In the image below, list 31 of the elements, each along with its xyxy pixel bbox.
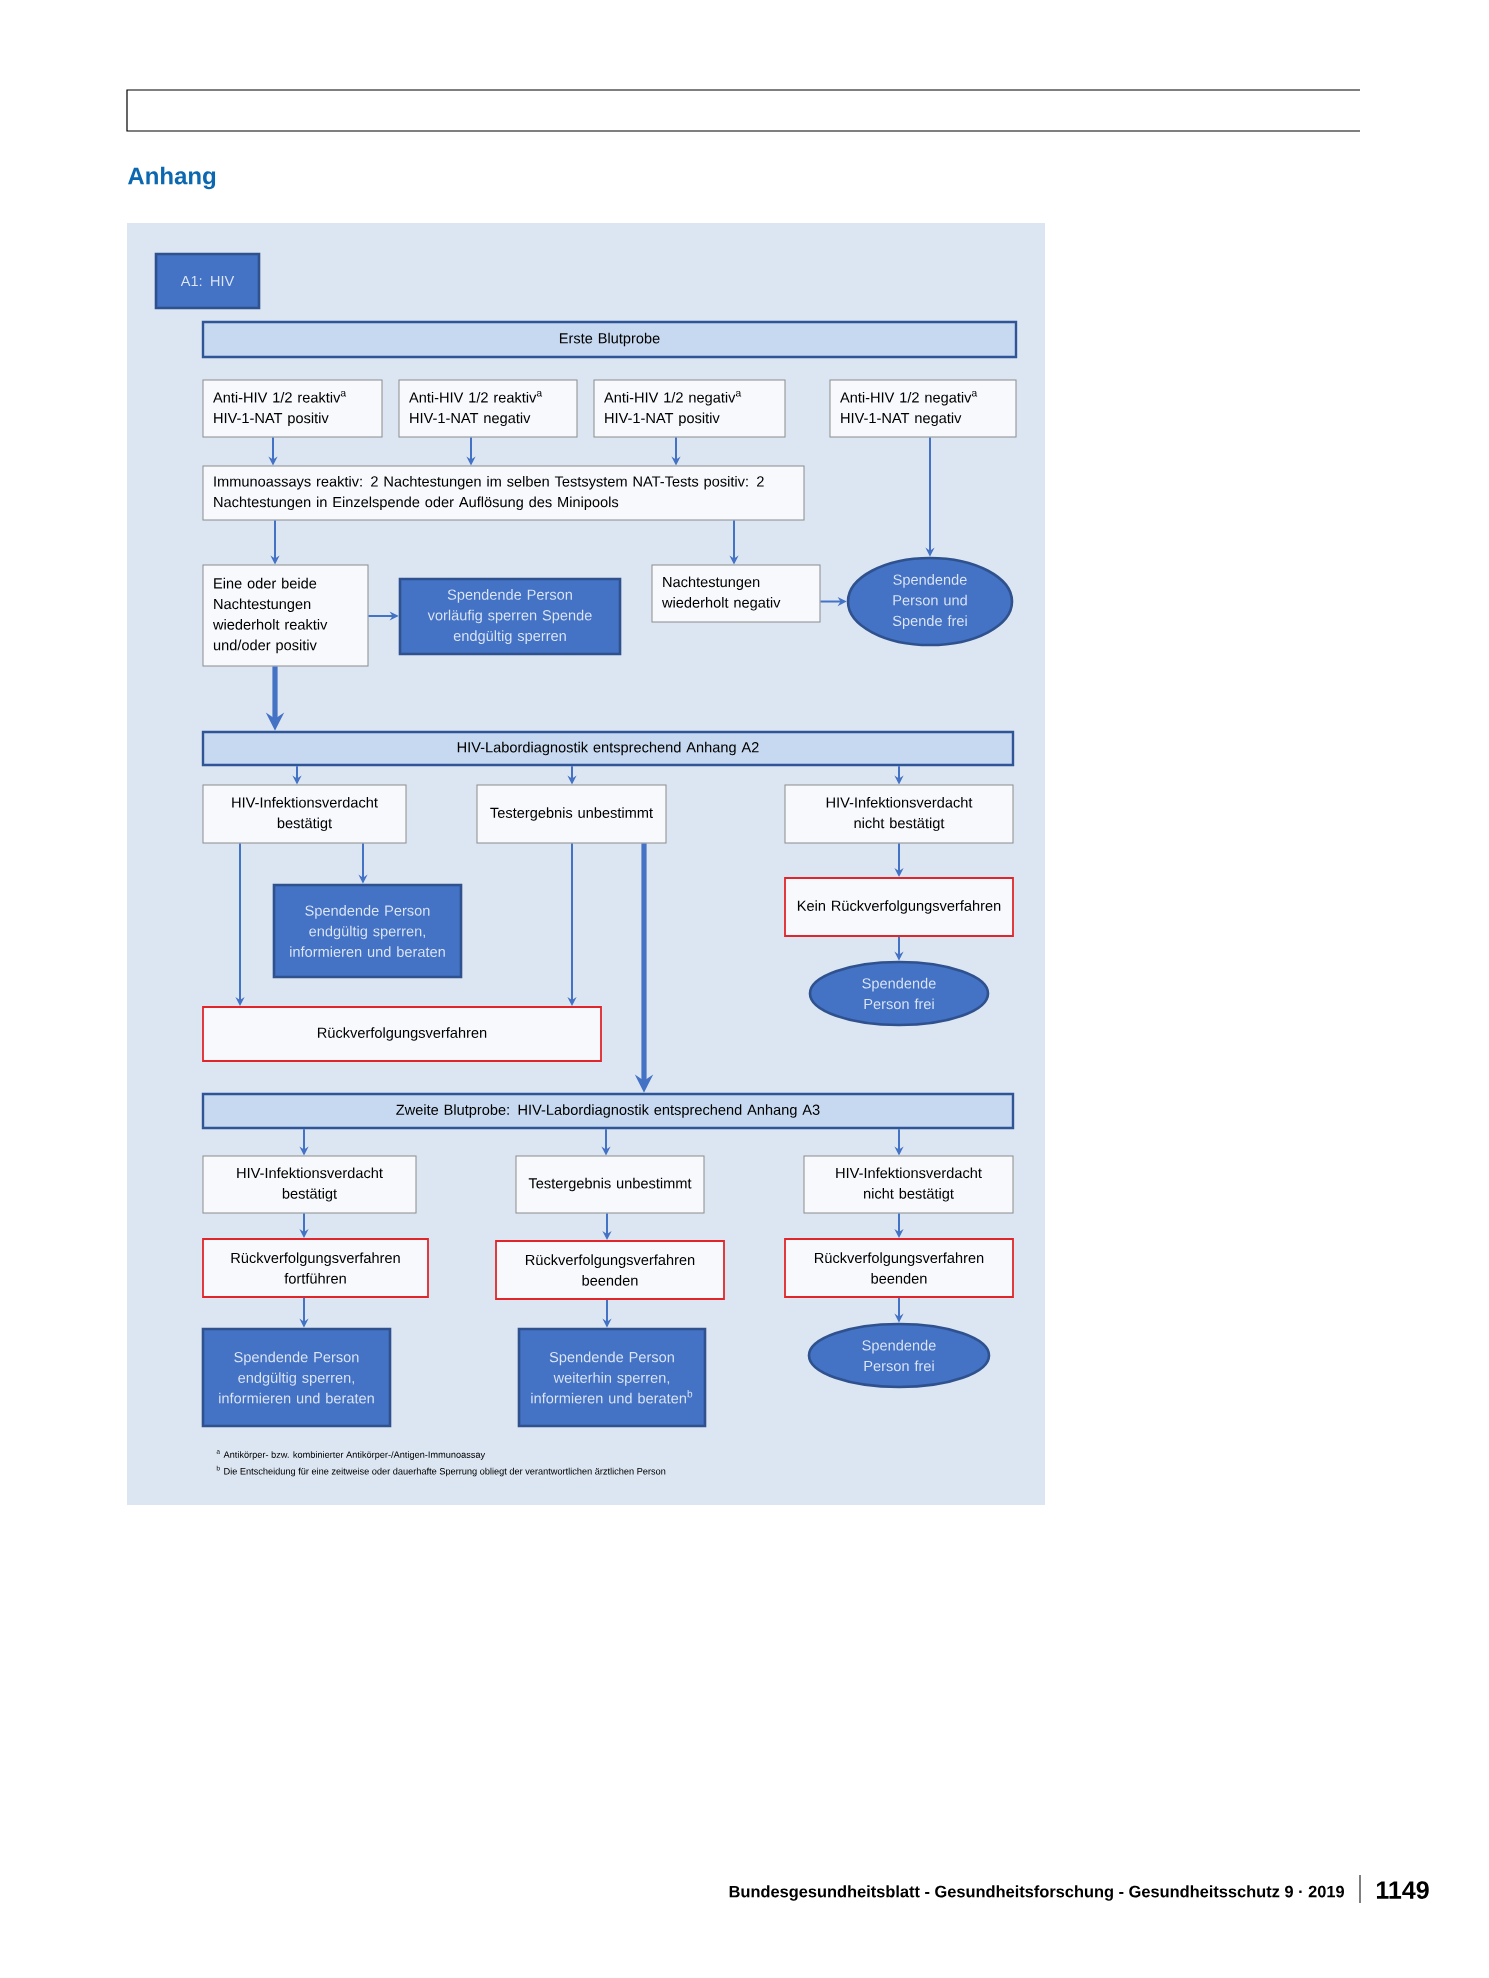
footnote: $^{b}$ Die Entscheidung für eine zeitweise oder dauerhafte Sperrung obliegt der verantwortlichen ärztlichen Person [216, 1465, 666, 1477]
footnote: $^{a}$ Antikörper- bzw. kombinierter Antikörper-/Antigen-Immunoassay [216, 1450, 486, 1460]
heading: Anhang [128, 166, 216, 190]
process-box: Immunoassays reaktiv: 2 Nachtestungen im selben Testsystem NAT-Tests positiv: 2 Nachtestungen in Einzelspende oder Auflösung des Minipools [202, 465, 805, 521]
process-box: Testergebnis unbestimmt [515, 1155, 705, 1214]
section-band: Zweite Blutprobe: HIV-Labordiagnostik entsprechend Anhang A3 [201, 1092, 1015, 1130]
process-box: Anti-HIV 1/2 reaktiv$^{a}$ HIV-1-NAT positiv [202, 379, 383, 438]
process-box: Anti-HIV 1/2 negativ$^{a}$ HIV-1-NAT negativ [829, 379, 1017, 438]
section-band: HIV-Labordiagnostik entsprechend Anhang A2 [201, 730, 1015, 767]
label-box: A1: HIV [154, 252, 261, 310]
process-box: HIV-Infektionsverdacht bestätigt [202, 784, 407, 844]
procedure-box: Rückverfolgungsverfahren beenden [495, 1240, 725, 1300]
process-box: HIV-Infektionsverdacht bestätigt [202, 1155, 417, 1214]
page-number: 1149 [1376, 1881, 1429, 1899]
procedure-box: Rückverfolgungsverfahren fortführen [202, 1238, 429, 1298]
action-box: Spendende Person vorläufig sperren Spende endgültig sperren [398, 577, 622, 656]
action-box: Spendende Person endgültig sperren, informieren und beraten [201, 1327, 392, 1428]
process-box: Anti-HIV 1/2 negativ$^{a}$ HIV-1-NAT positiv [593, 379, 786, 438]
action-box: Spendende Person weiterhin sperren, informieren und beraten$^{b}$ [517, 1327, 707, 1428]
footer-text: Bundesgesundheitsblatt - Gesundheitsforschung - Gesundheitsschutz 9 · 2019 [729, 1885, 1344, 1901]
procedure-box: Rückverfolgungsverfahren [202, 1006, 602, 1062]
action-box: Spendende Person endgültig sperren, informieren und beraten [272, 883, 463, 979]
process-box: Eine oder beide Nachtestungen wiederholt reaktiv und/oder positiv [202, 564, 369, 667]
section-band: Erste Blutprobe [201, 320, 1018, 359]
process-box: Testergebnis unbestimmt [476, 784, 667, 844]
process-box: Anti-HIV 1/2 reaktiv$^{a}$ HIV-1-NAT negativ [398, 379, 578, 438]
procedure-box: Rückverfolgungsverfahren beenden [784, 1238, 1014, 1298]
process-box: HIV-Infektionsverdacht nicht bestätigt [784, 784, 1014, 844]
process-box: HIV-Infektionsverdacht nicht bestätigt [803, 1155, 1014, 1214]
procedure-box: Kein Rückverfolgungsverfahren [784, 877, 1014, 937]
process-box: Nachtestungen wiederholt negativ [651, 564, 821, 623]
